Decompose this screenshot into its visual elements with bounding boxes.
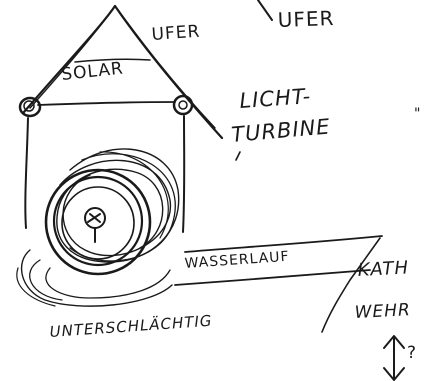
wasserlauf-label: WASSERLAUF: [184, 249, 290, 272]
ufer-left-label: UFER: [151, 22, 201, 45]
kath-label: KATH: [357, 257, 409, 281]
unterschlaechtig-label: UNTERSCHLÄCHTIG: [49, 311, 213, 341]
left-wall: [25, 118, 28, 228]
roof-left-line: [24, 6, 115, 112]
channel-bottom-line: [175, 270, 370, 285]
ufer-right-label: UFER: [277, 6, 334, 32]
bank-divider-stroke: [258, 0, 272, 20]
right-eave-knob: [174, 96, 192, 114]
up-down-arrow: [384, 336, 404, 380]
water-wheel: [46, 170, 150, 274]
tick-mark: [236, 152, 240, 160]
right-wall: [183, 116, 184, 232]
question-mark: ?: [407, 343, 417, 363]
lichtturbine-mark: ": [414, 106, 421, 122]
wehr-label: WEHR: [354, 300, 411, 323]
lichtturbine-label-line2: TURBINE: [230, 114, 331, 147]
turbine-swirl: [57, 149, 179, 262]
lichtturbine-label-line1: LICHT-: [239, 84, 312, 113]
eave-line: [38, 102, 175, 105]
